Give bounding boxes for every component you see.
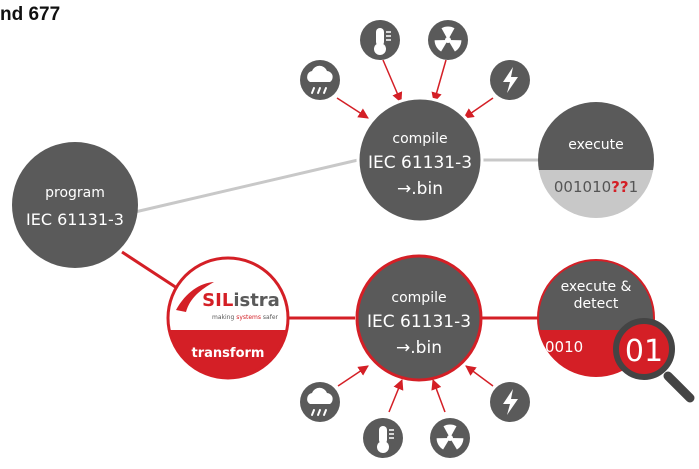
- lightning-icon: [490, 382, 530, 422]
- compile-top-standard: IEC 61131-3: [368, 153, 472, 173]
- connector-program-silistra: [121, 250, 181, 292]
- arrow-radiation-bottom: [431, 379, 446, 413]
- compile-top-title: compile: [392, 131, 447, 147]
- execute-detect-bits: 0010: [545, 338, 583, 356]
- program-node-title: program: [45, 185, 105, 201]
- arrow-rain-top: [336, 97, 369, 119]
- compile-bottom-output: →.bin: [396, 338, 442, 358]
- thermometer-icon: [360, 20, 400, 60]
- arrow-rain-bottom: [337, 365, 369, 387]
- silistra-tagline: making systems safer: [212, 314, 279, 321]
- compile-bottom-title: compile: [391, 290, 446, 306]
- arrow-lightning-bottom: [465, 365, 494, 387]
- execute-top-title: execute: [568, 137, 624, 153]
- rain-icon: [300, 382, 340, 422]
- silistra-logo-text: SIListra: [202, 290, 280, 311]
- connector-program-compile-top: [134, 158, 359, 214]
- execute-top-node: execute 001010??1: [538, 102, 654, 218]
- rain-icon: [300, 60, 340, 100]
- thermometer-icon: [363, 418, 403, 458]
- compile-top-node: compile IEC 61131-3 →.bin: [356, 96, 484, 224]
- arrow-lightning-top: [463, 97, 494, 119]
- compile-bottom-standard: IEC 61131-3: [367, 312, 471, 332]
- compile-top-output: →.bin: [397, 179, 443, 199]
- silistra-logo-swoosh: [176, 282, 214, 312]
- silistra-transform-label: transform: [192, 346, 265, 361]
- execute-detect-subtitle: detect: [574, 296, 619, 312]
- detected-bits: 01: [625, 334, 663, 369]
- arrow-thermometer-top: [382, 59, 403, 103]
- execute-detect-node: execute & detect 0010 01: [537, 259, 695, 403]
- radiation-icon: [428, 20, 468, 60]
- page-title: nd 677: [0, 4, 61, 25]
- arrow-thermometer-bottom: [388, 379, 404, 413]
- lightning-icon: [490, 60, 530, 100]
- program-node-standard: IEC 61131-3: [26, 210, 124, 229]
- program-node: program IEC 61131-3: [12, 142, 138, 268]
- compile-bottom-node: compile IEC 61131-3 →.bin: [355, 254, 483, 382]
- magnifier-icon: 01: [613, 318, 695, 403]
- radiation-icon: [430, 418, 470, 458]
- execute-top-bits: 001010??1: [554, 178, 638, 196]
- silistra-transform-node: SIListra making systems safer transform: [166, 256, 290, 380]
- execute-detect-title: execute &: [561, 279, 632, 295]
- arrow-radiation-top: [431, 59, 447, 104]
